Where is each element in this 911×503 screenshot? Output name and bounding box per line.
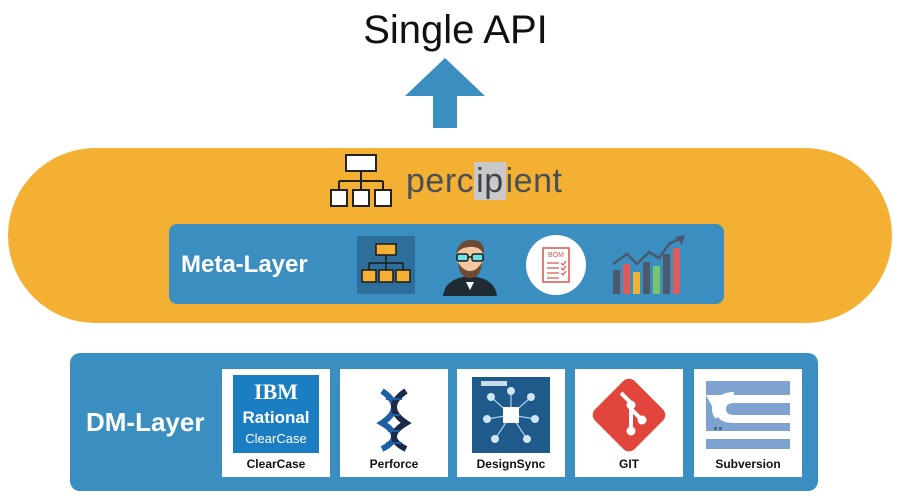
designsync-card: DesignSync: [457, 369, 565, 477]
tool-label-subversion: Subversion: [715, 457, 781, 471]
clearcase-card: IBM Rational ClearCase ClearCase: [222, 369, 330, 477]
svg-text:Rational: Rational: [242, 408, 309, 427]
dm-layer-panel: DM-Layer IBM Rational ClearCase ClearCas…: [70, 353, 818, 491]
subversion-logo-icon: [706, 381, 790, 449]
subversion-card: Subversion: [694, 369, 802, 477]
tool-label-perforce: Perforce: [369, 457, 419, 471]
diagram-title: Single API: [363, 8, 548, 52]
tool-label-designsync: DesignSync: [476, 457, 546, 471]
hierarchy-icon: [357, 236, 415, 294]
bom-document-icon: BOM: [526, 235, 586, 295]
designsync-network-logo-icon: [472, 377, 550, 453]
percipient-brand: percipient: [330, 152, 562, 210]
dm-layer-label: DM-Layer: [86, 407, 205, 437]
perforce-card: Perforce: [340, 369, 448, 477]
tool-label-clearcase: ClearCase: [246, 457, 306, 471]
brand-name: percipient: [406, 161, 563, 200]
meta-layer-label: Meta-Layer: [181, 251, 308, 278]
meta-layer-panel: Meta-Layer BOM: [169, 224, 724, 304]
svg-text:IBM: IBM: [254, 379, 298, 404]
developer-avatar-icon: [443, 239, 497, 296]
git-card: GIT: [575, 369, 683, 477]
bom-label: BOM: [548, 252, 564, 259]
hierarchy-logo-icon: [330, 154, 392, 207]
up-arrow-icon: [405, 58, 485, 128]
git-logo-icon: [592, 378, 666, 452]
ibm-rational-clearcase-logo-icon: IBM Rational ClearCase: [233, 375, 319, 453]
growth-chart-icon: [612, 235, 685, 294]
perforce-dna-logo-icon: [376, 388, 412, 452]
tool-label-git: GIT: [619, 457, 639, 471]
svg-text:ClearCase: ClearCase: [245, 431, 306, 446]
